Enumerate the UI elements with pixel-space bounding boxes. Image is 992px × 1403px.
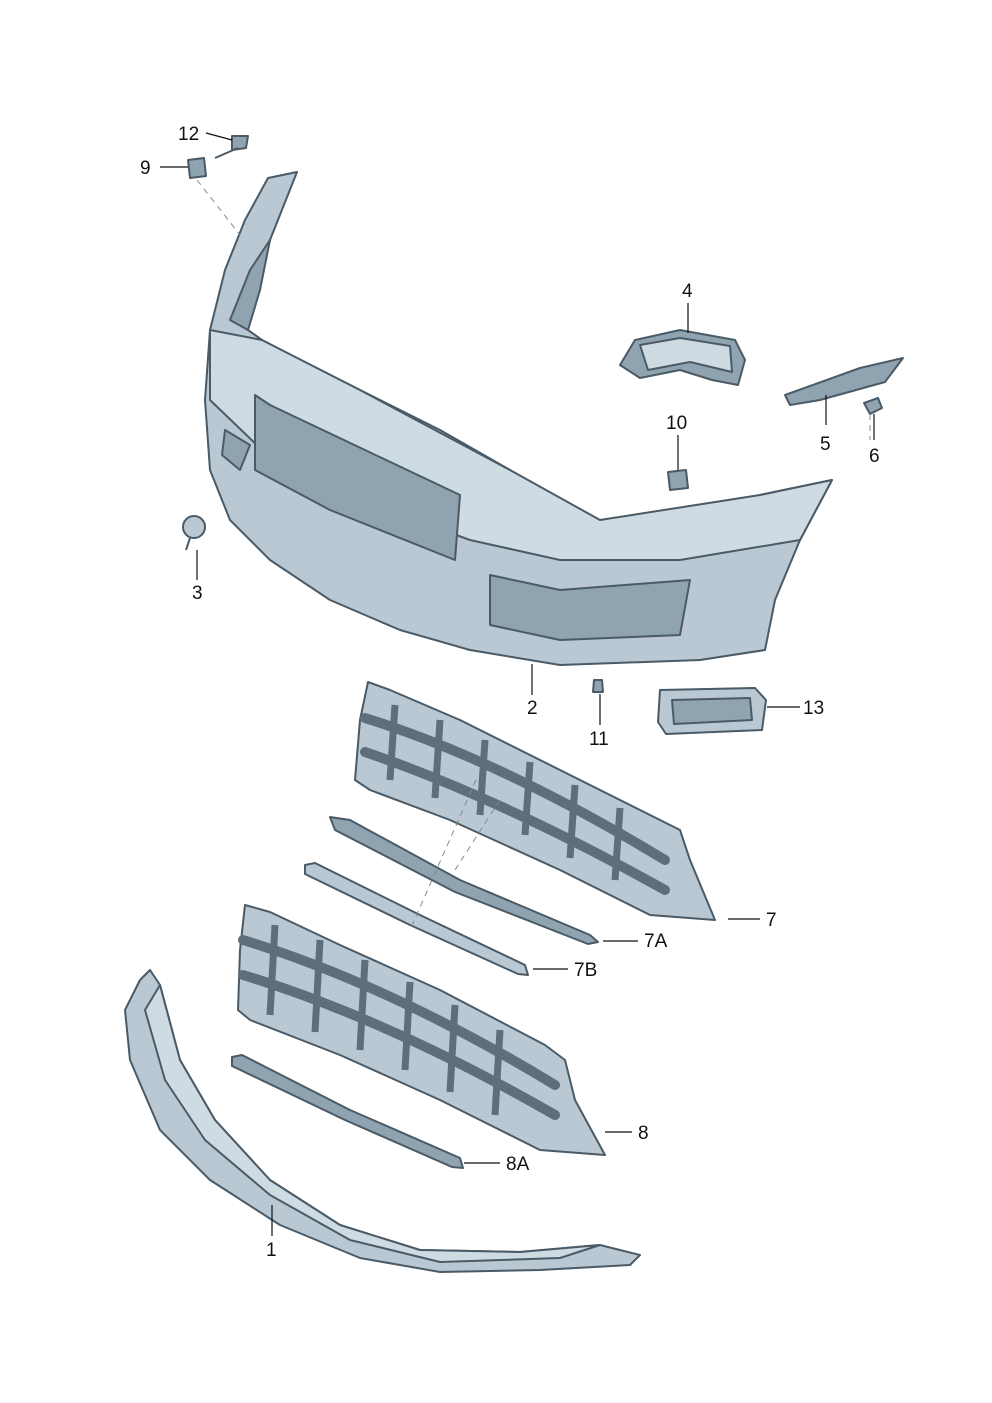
upper-grille: [354, 681, 716, 921]
spreader-nut-9: [187, 157, 207, 179]
screw-11: [592, 679, 604, 693]
trim-cap-13: [657, 687, 767, 735]
trim-strip-7b: [304, 862, 529, 976]
label-7: 7: [766, 910, 777, 931]
label-5: 5: [820, 434, 831, 455]
label-1: 1: [266, 1240, 277, 1261]
label-13: 13: [803, 698, 824, 719]
label-6: 6: [869, 446, 880, 467]
bracket-left: [619, 329, 746, 386]
label-3: 3: [192, 583, 203, 604]
trim-strip-7a: [329, 816, 599, 945]
label-8a: 8A: [506, 1154, 530, 1175]
label-8: 8: [638, 1123, 649, 1144]
label-9: 9: [140, 158, 151, 179]
label-12: 12: [178, 124, 199, 145]
lower-grille: [237, 904, 606, 1156]
assembly-lines: [196, 179, 871, 931]
screw-12: [214, 135, 249, 159]
clip-6: [863, 397, 883, 415]
label-2: 2: [527, 698, 538, 719]
label-7a: 7A: [644, 931, 668, 952]
label-4: 4: [682, 281, 693, 302]
spoiler: [124, 969, 641, 1273]
trim-strip-8a: [231, 1054, 464, 1169]
nut-clip-10: [667, 469, 689, 491]
label-10: 10: [666, 413, 687, 434]
label-11: 11: [589, 729, 609, 750]
leader-lines: [160, 132, 875, 1236]
guide-strip: [784, 357, 904, 406]
part-labels: 12 9 4 10 5 6 3 2 13 11 7 7A 7B 8 8A 1: [140, 124, 880, 1261]
bumper-cover: [204, 171, 833, 666]
cap-3: [182, 515, 206, 551]
label-7b: 7B: [574, 960, 597, 981]
